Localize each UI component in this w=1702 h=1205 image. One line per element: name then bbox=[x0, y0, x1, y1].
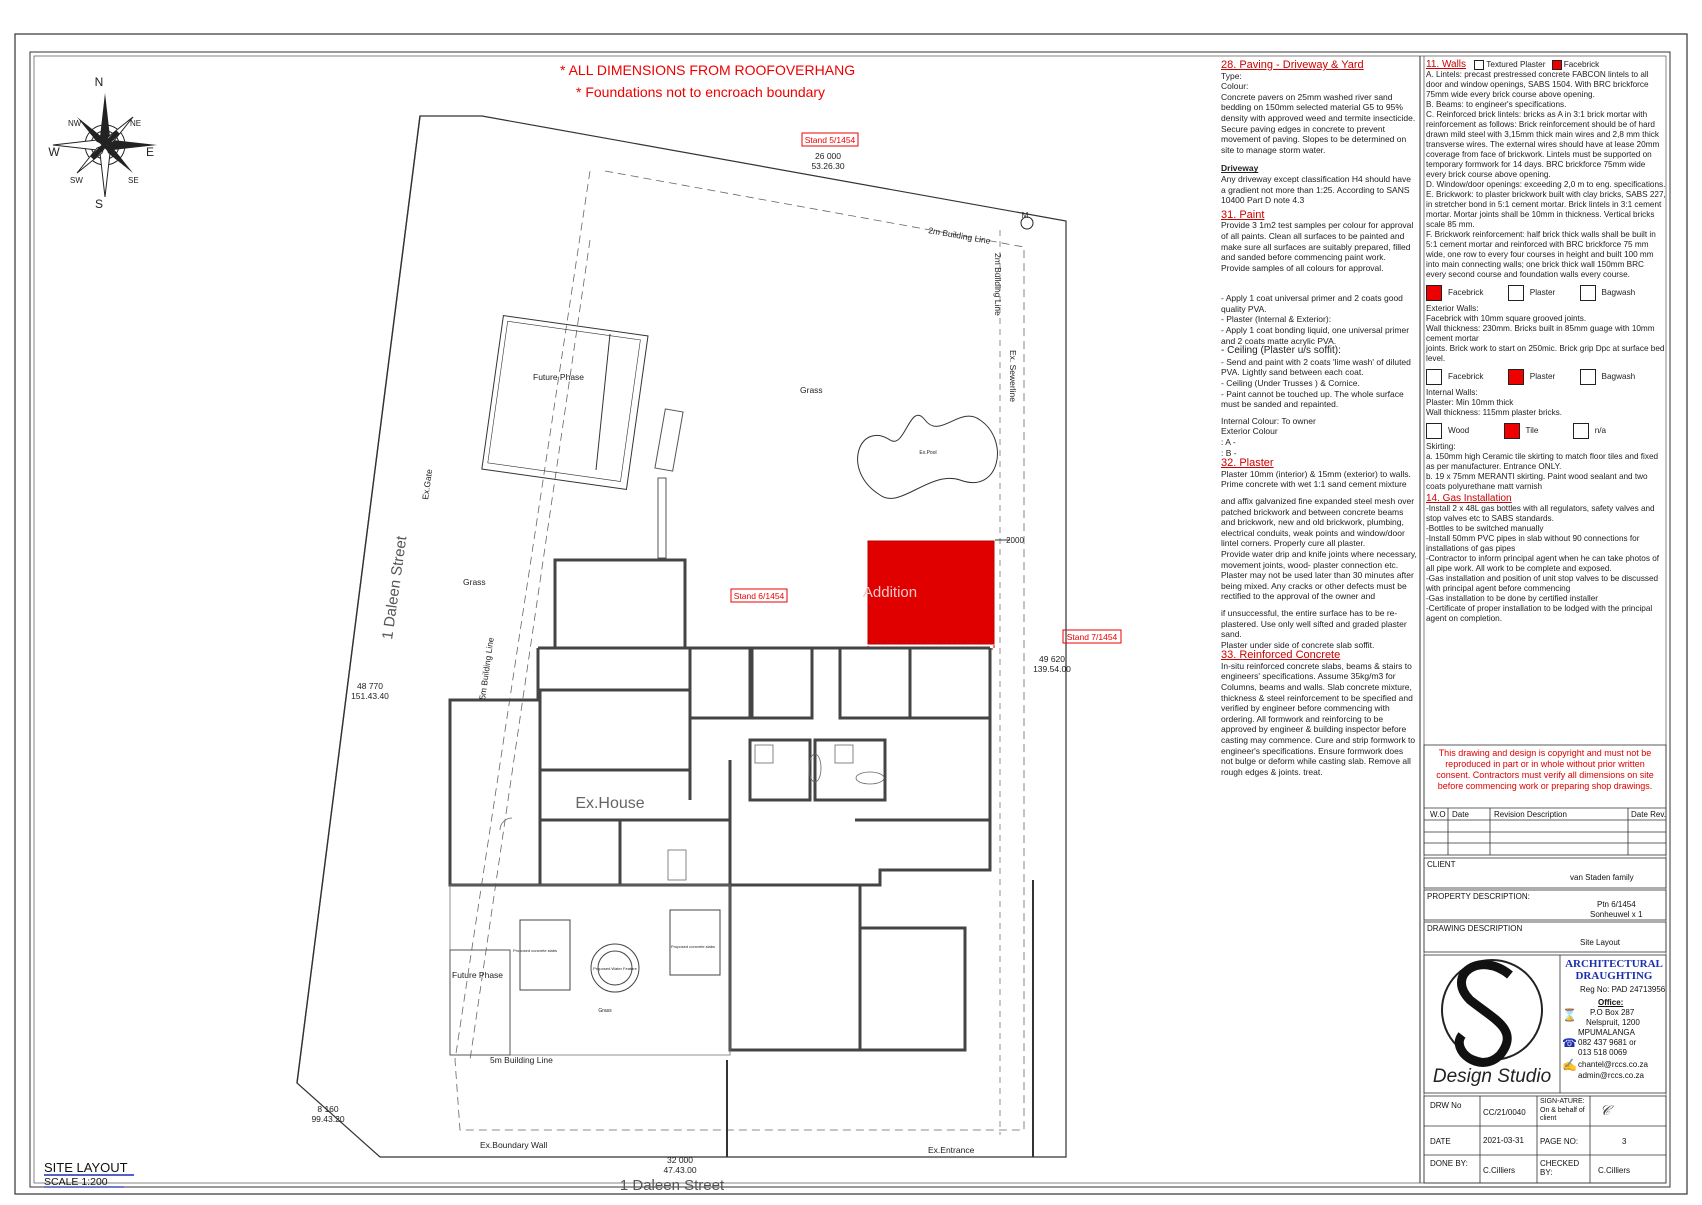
future-phase-top-label: Future Phase bbox=[533, 372, 584, 382]
drw-value: CC/21/0040 bbox=[1483, 1108, 1526, 1117]
building-line-2m-side: 2m Building Line bbox=[993, 253, 1003, 316]
compass-w: W bbox=[48, 145, 60, 159]
client-label: CLIENT bbox=[1427, 860, 1456, 869]
compass-s: S bbox=[95, 197, 103, 211]
building-line-5m-bottom: 5m Building Line bbox=[490, 1055, 553, 1065]
compass-sw: SW bbox=[70, 176, 83, 185]
studio-title-1: ARCHITECTURAL bbox=[1565, 958, 1663, 970]
concrete-slab-label-2: Proposed concrete slabs bbox=[671, 944, 715, 949]
inner-border bbox=[29, 51, 1671, 1188]
manhole-marker bbox=[1020, 216, 1034, 230]
grass-label-left: Grass bbox=[463, 577, 486, 587]
outer-border bbox=[14, 33, 1688, 1195]
water-feature-label: Proposed Water Feature bbox=[593, 966, 637, 971]
property-line1: Ptn 6/1454 bbox=[1597, 900, 1636, 909]
manhole-label: M bbox=[1022, 211, 1029, 220]
copyright-notice: This drawing and design is copyright and… bbox=[1436, 748, 1654, 791]
checked-by-value: C.Cilliers bbox=[1598, 1166, 1630, 1175]
checked-by-label: CHECKED BY: bbox=[1540, 1159, 1580, 1177]
paint-title: 31. Paint bbox=[1221, 208, 1265, 221]
building-line-2m-top: 2m Building Line bbox=[928, 225, 992, 246]
addition-label: Addition bbox=[863, 584, 917, 601]
date-label: DATE bbox=[1430, 1137, 1451, 1146]
left-dimension: 48 770 bbox=[357, 681, 383, 691]
gas-title: 14. Gas Installation bbox=[1426, 493, 1512, 505]
compass-e: E bbox=[146, 145, 154, 159]
ex-gate-label: Ex.Gate bbox=[420, 468, 434, 500]
signature-mark: 𝒞 bbox=[1600, 1104, 1611, 1119]
ex-entrance-label: Ex.Entrance bbox=[928, 1145, 975, 1155]
plaster-title: 32. Plaster bbox=[1221, 457, 1274, 470]
compass-rose bbox=[52, 93, 157, 198]
done-by-label: DONE BY: bbox=[1430, 1159, 1468, 1168]
concrete-slab-label-1: Proposed concrete slabs bbox=[513, 948, 557, 953]
stand-7-label: Stand 7/1454 bbox=[1067, 632, 1118, 642]
page-label: PAGE NO: bbox=[1540, 1137, 1579, 1146]
water-feature bbox=[590, 943, 640, 993]
property-label: PROPERTY DESCRIPTION: bbox=[1427, 892, 1530, 901]
title-block-grid bbox=[1423, 744, 1667, 1184]
logo-text: Design Studio bbox=[1433, 1066, 1551, 1087]
building-line-5m-side: 5m Building Line bbox=[477, 636, 496, 700]
drw-label: DRW No bbox=[1430, 1101, 1462, 1110]
walls-title: 11. Walls bbox=[1426, 59, 1467, 71]
future-phase-bottom bbox=[449, 949, 511, 1056]
hourglass-icon: ⌛ bbox=[1562, 1008, 1577, 1022]
grass-label-bottom: Grass bbox=[598, 1008, 612, 1014]
compass-se: SE bbox=[128, 176, 139, 185]
studio-title-2: DRAUGHTING bbox=[1575, 970, 1653, 982]
site-layout-title: SITE LAYOUT bbox=[44, 1160, 128, 1175]
studio-reg: Reg No: PAD 24713956 bbox=[1580, 985, 1666, 994]
bottom-left-dimension: 8 160 bbox=[317, 1104, 339, 1114]
stand-5-label: Stand 5/1454 bbox=[805, 135, 856, 145]
future-phase-top bbox=[481, 315, 649, 490]
bottom-dimension: 32 000 bbox=[667, 1155, 693, 1165]
drawing-desc-value: Site Layout bbox=[1580, 938, 1621, 947]
street-label-side: 1 Daleen Street bbox=[379, 534, 410, 640]
concrete-title: 33. Reinforced Concrete bbox=[1221, 649, 1341, 662]
done-by-value: C.Cilliers bbox=[1483, 1166, 1515, 1175]
note-dimensions: * ALL DIMENSIONS FROM ROOFOVERHANG bbox=[560, 62, 855, 78]
note-foundations: * Foundations not to encroach boundary bbox=[576, 84, 825, 100]
ex-house-label: Ex.House bbox=[575, 795, 644, 812]
bottom-left-bearing: 99.43.20 bbox=[311, 1114, 344, 1124]
left-bearing: 151.43.40 bbox=[351, 691, 389, 701]
design-studio-logo bbox=[1441, 959, 1543, 1067]
paving-notes: 28. Paving - Driveway & Yard Type: Colou… bbox=[1221, 59, 1417, 777]
ex-sewerline-label: Ex. Sewerline bbox=[1008, 350, 1018, 402]
phone-icon: ☎ bbox=[1562, 1036, 1577, 1050]
ex-pool-shape bbox=[857, 414, 998, 499]
addition-block bbox=[867, 540, 995, 645]
scale-label: SCALE 1:200 bbox=[44, 1176, 108, 1188]
pen-icon: ✍ bbox=[1562, 1058, 1577, 1072]
stand-6-label: Stand 6/1454 bbox=[734, 591, 785, 601]
bottom-bearing: 47.43.00 bbox=[663, 1165, 696, 1175]
page-value: 3 bbox=[1622, 1137, 1627, 1146]
street-label-bottom: 1 Daleen Street bbox=[620, 1177, 725, 1194]
right-dimension: 49 620 bbox=[1039, 654, 1065, 664]
compass-n: N bbox=[95, 75, 104, 89]
ex-pool-label: Ex.Pool bbox=[919, 450, 936, 456]
future-phase-bottom-label: Future Phase bbox=[452, 970, 503, 980]
grass-label-top: Grass bbox=[800, 385, 823, 395]
top-bearing: 53.26.30 bbox=[811, 161, 844, 171]
client-value: van Staden family bbox=[1570, 873, 1634, 882]
date-value: 2021-03-31 bbox=[1483, 1136, 1524, 1145]
signature-label: SIGN-ATURE: On & behalf of client bbox=[1540, 1098, 1585, 1122]
compass-nw: NW bbox=[68, 119, 82, 128]
top-dimension: 26 000 bbox=[815, 151, 841, 161]
building-line-dashed bbox=[454, 170, 1025, 1131]
dim-2000-label: 2000 bbox=[1006, 536, 1024, 545]
property-line2: Sonheuwel x 1 bbox=[1590, 910, 1643, 919]
walls-notes: 11. Walls Textured Plaster Facebrick A. … bbox=[1426, 59, 1666, 624]
paving-title: 28. Paving - Driveway & Yard bbox=[1221, 59, 1364, 71]
right-bearing: 139.54.00 bbox=[1033, 664, 1071, 674]
ex-boundary-wall-label: Ex.Boundary Wall bbox=[480, 1140, 547, 1150]
drawing-desc-label: DRAWING DESCRIPTION bbox=[1427, 924, 1523, 933]
compass-ne: NE bbox=[130, 119, 141, 128]
